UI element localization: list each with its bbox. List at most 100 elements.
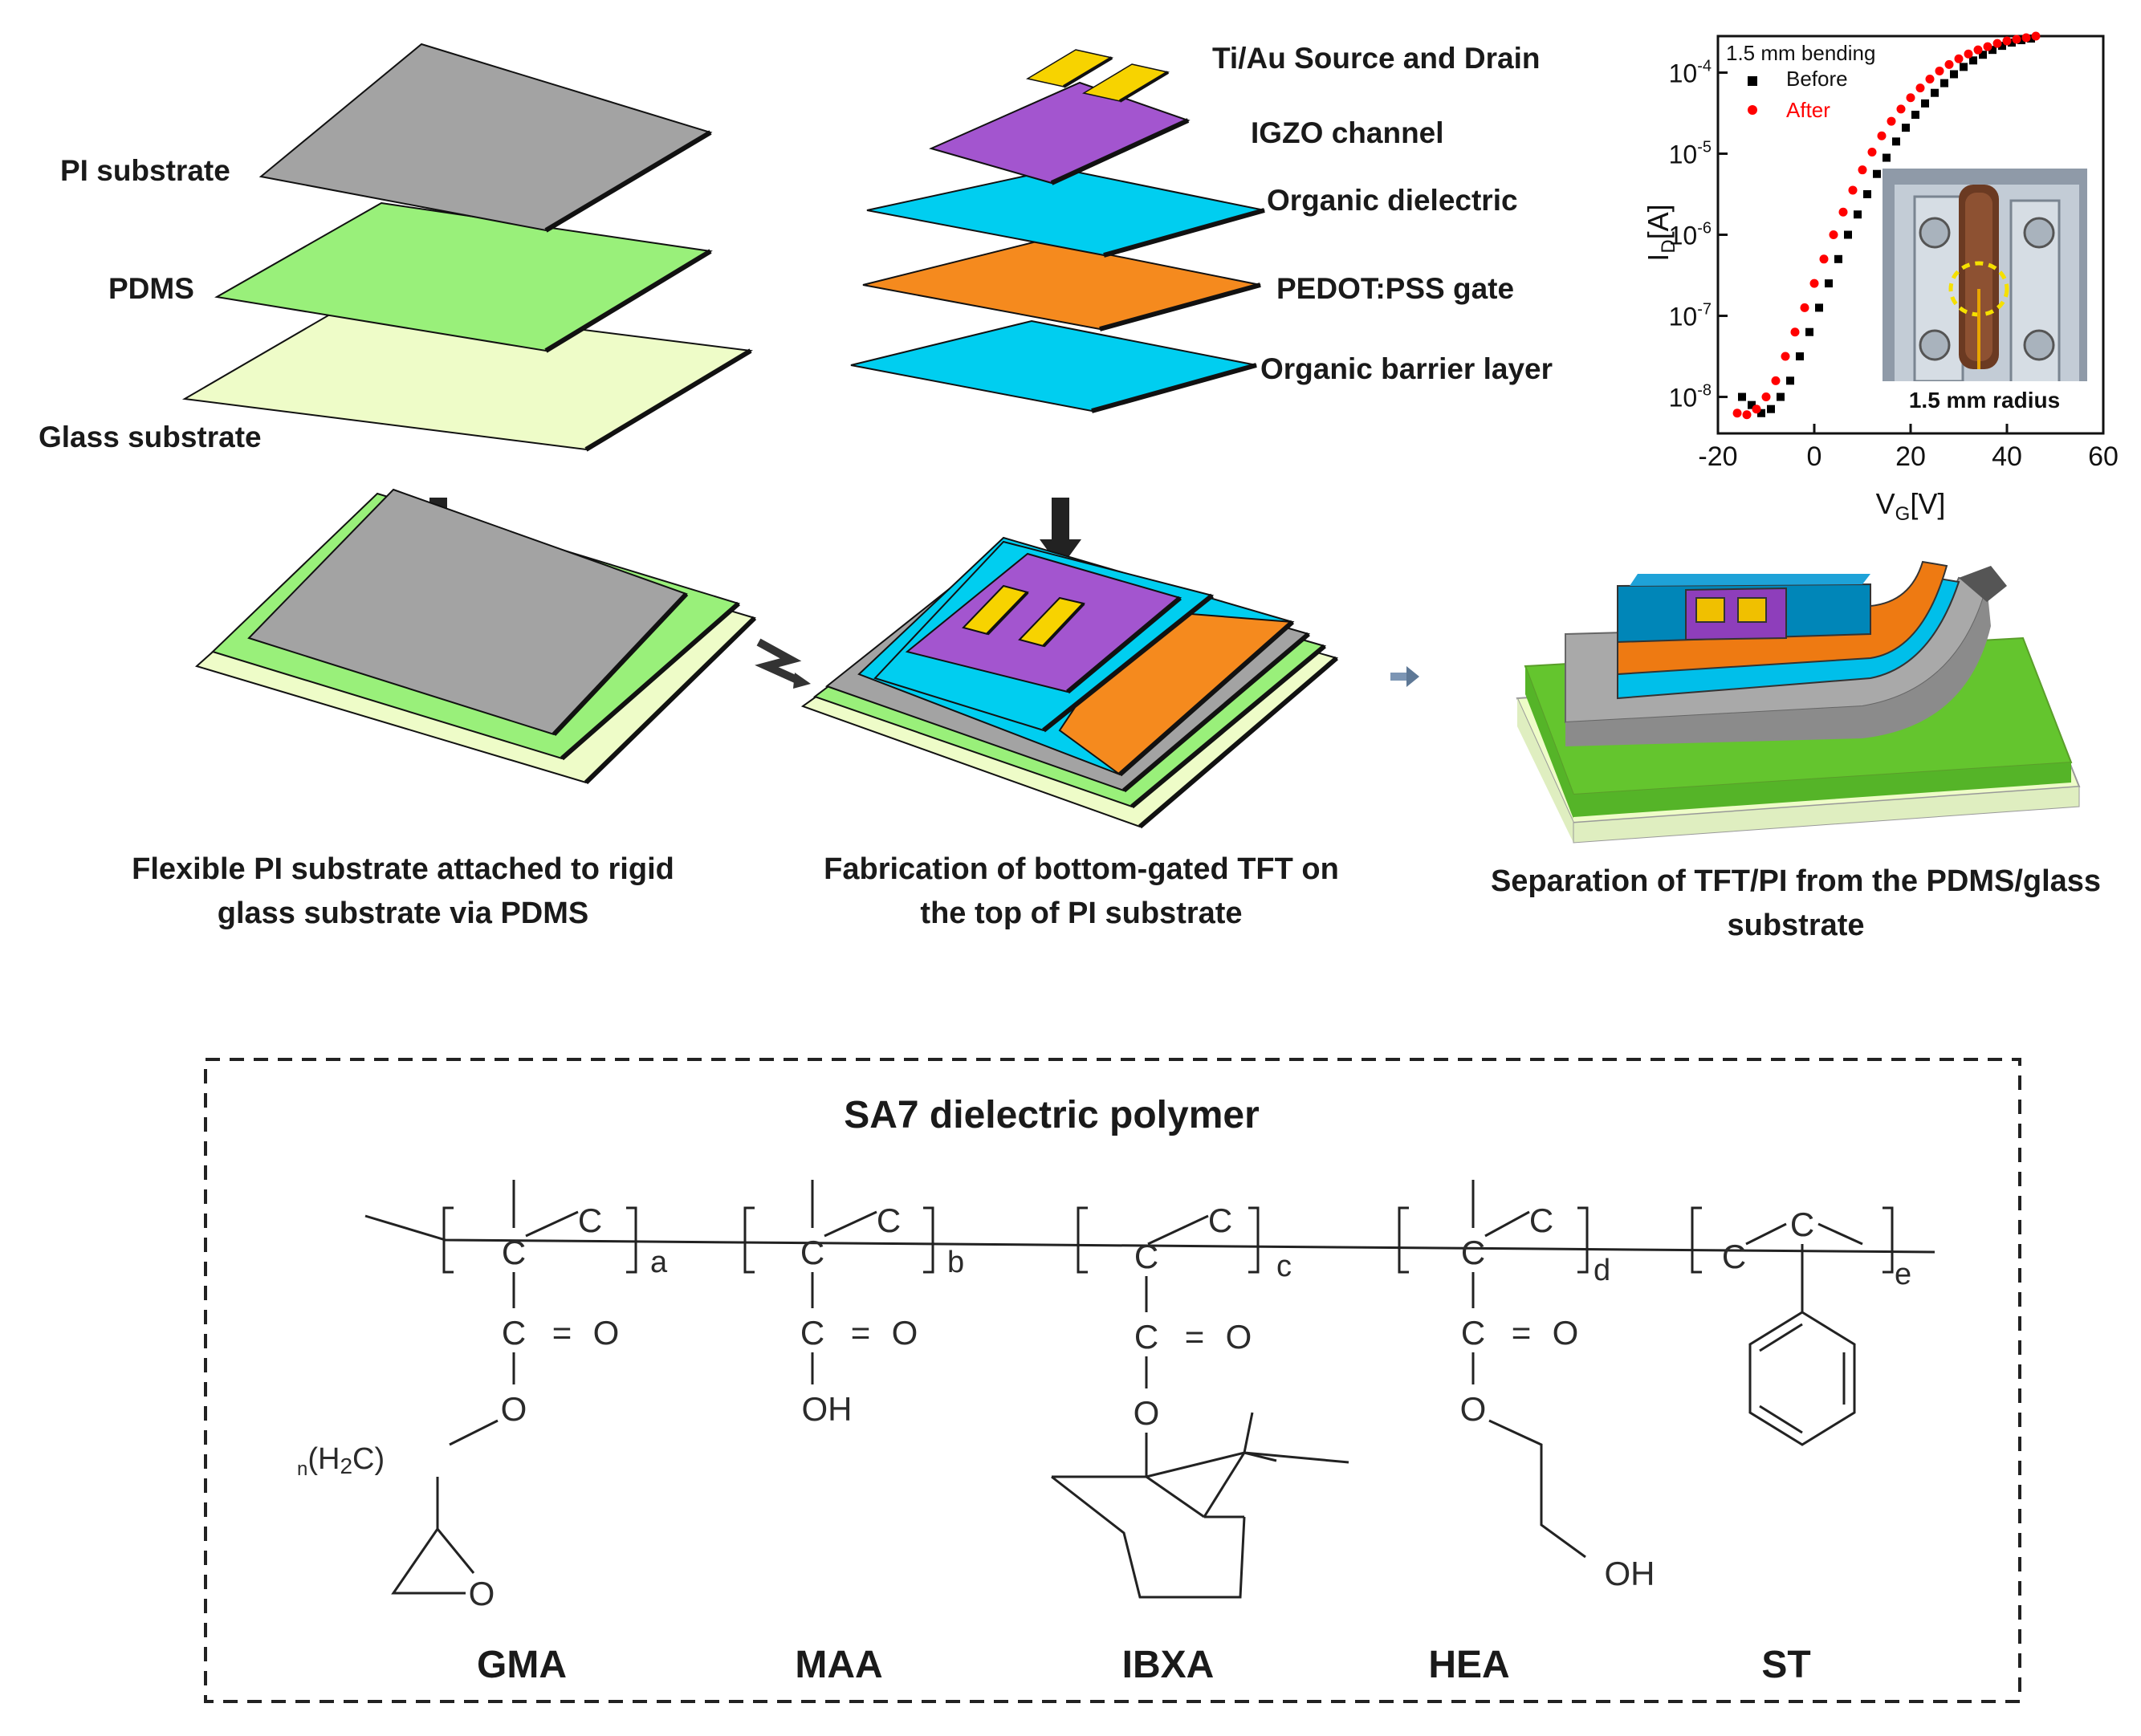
point-before-20 [1931, 88, 1939, 97]
stack2-exploded: Ti/Au Source and Drain IGZO channel Orga… [850, 42, 1553, 413]
point-after-27 [1992, 39, 2002, 48]
svg-text:O: O [1134, 1394, 1160, 1432]
stack1-assembled [194, 488, 757, 785]
point-after-2 [1752, 405, 1761, 414]
stack3-caption-line2: substrate [1727, 909, 1864, 942]
point-before-2 [1757, 409, 1765, 417]
right-arrow-icon [1390, 666, 1419, 687]
monomer-st: ST [1761, 1644, 1810, 1686]
stack1-caption-line2: glass substrate via PDMS [218, 896, 589, 930]
subscript-c: c [1276, 1250, 1292, 1283]
point-before-9 [1825, 279, 1833, 288]
svg-text:O: O [1460, 1390, 1487, 1428]
x-tick-label-0: -20 [1698, 441, 1737, 472]
point-after-7 [1800, 303, 1809, 312]
glass-substrate-layer [181, 299, 753, 452]
monomer-maa: MAA [795, 1644, 882, 1686]
point-after-8 [1809, 278, 1819, 288]
point-after-0 [1732, 409, 1742, 418]
organic-barrier-layer [850, 319, 1257, 413]
pi-substrate-label: PI substrate [60, 154, 230, 187]
point-before-5 [1786, 376, 1794, 385]
point-before-10 [1834, 254, 1842, 263]
point-after-11 [1838, 207, 1848, 217]
point-before-27 [1998, 42, 2006, 51]
svg-text:O: O [892, 1314, 918, 1352]
svg-text:O: O [1553, 1314, 1579, 1352]
svg-text:=: = [851, 1314, 871, 1352]
unit-maa: C C b C = O OH [800, 1180, 964, 1428]
monomer-hea: HEA [1428, 1644, 1509, 1686]
point-after-3 [1761, 392, 1771, 402]
point-after-16 [1887, 116, 1896, 126]
pi-substrate-layer [258, 43, 713, 233]
svg-text:C: C [502, 1314, 526, 1352]
point-before-1 [1748, 400, 1756, 409]
point-before-12 [1854, 210, 1862, 219]
point-after-5 [1781, 352, 1790, 361]
svg-text:=: = [1512, 1314, 1532, 1352]
svg-text:C: C [1529, 1201, 1553, 1239]
pedot-pss-gate-layer [862, 239, 1261, 331]
organic-dielectric-layer [866, 167, 1265, 258]
point-before-0 [1738, 392, 1746, 401]
svg-text:C: C [1134, 1318, 1158, 1356]
chart-annotation: 1.5 mm bending [1726, 41, 1875, 65]
svg-text:ID[A]: ID[A] [1642, 204, 1679, 261]
point-before-26 [1988, 46, 1997, 55]
inset-radius-label: 1.5 mm radius [1909, 388, 2060, 413]
point-after-10 [1829, 230, 1838, 239]
chart-ylabel: ID[A] [1642, 204, 1679, 261]
point-before-15 [1883, 153, 1891, 162]
y-tick-label-0: 10-8 [1669, 382, 1712, 413]
svg-text:C: C [502, 1234, 526, 1271]
point-before-7 [1805, 327, 1813, 336]
igzo-channel-layer [929, 81, 1191, 185]
point-after-15 [1877, 131, 1887, 140]
point-after-4 [1771, 376, 1781, 385]
stack2-assembled [800, 536, 1339, 829]
chart-marks [1732, 31, 2041, 420]
organic-barrier-label: Organic barrier layer [1260, 352, 1553, 385]
pdms-layer [214, 201, 713, 353]
svg-text:C: C [1722, 1238, 1746, 1275]
subscript-b: b [947, 1246, 964, 1279]
unit-ibxa: C C c C = O O [1051, 1201, 1349, 1599]
point-after-26 [1983, 42, 1992, 51]
organic-dielectric-label: Organic dielectric [1267, 184, 1518, 217]
bending-inset-photo: 1.5 mm radius [1883, 169, 2087, 421]
polymer-structure-box: SA7 dielectric polymer C C a C = O [204, 1058, 2021, 1703]
unit-hea: C C d C = O O OH [1460, 1180, 1655, 1592]
monomer-ibxa: IBXA [1122, 1644, 1215, 1686]
point-before-25 [1979, 51, 1987, 59]
svg-text:C: C [877, 1201, 901, 1239]
svg-text:O: O [469, 1575, 495, 1612]
point-after-1 [1742, 410, 1752, 420]
point-after-9 [1819, 254, 1829, 264]
svg-text:=: = [552, 1314, 572, 1352]
point-before-14 [1873, 169, 1881, 178]
point-after-13 [1858, 165, 1867, 175]
process-arrow-icon [755, 638, 811, 689]
svg-text:O: O [1226, 1318, 1252, 1356]
point-after-14 [1867, 147, 1877, 157]
monomer-gma: GMA [477, 1644, 567, 1686]
svg-text:=: = [1185, 1318, 1205, 1356]
captions: Flexible PI substrate attached to rigid … [132, 852, 2101, 942]
y-tick-label-2: 10-6 [1669, 220, 1712, 250]
svg-text:C: C [800, 1314, 824, 1352]
svg-text:OH: OH [1605, 1555, 1655, 1592]
point-before-13 [1863, 189, 1871, 198]
point-before-24 [1969, 56, 1977, 65]
svg-text:C: C [1134, 1238, 1158, 1275]
source-drain-label: Ti/Au Source and Drain [1212, 42, 1540, 75]
point-before-6 [1796, 352, 1804, 361]
chart-xlabel: VG[V] [1876, 487, 1946, 525]
stack1-caption-line1: Flexible PI substrate attached to rigid [132, 852, 674, 886]
point-after-17 [1896, 104, 1906, 114]
point-after-18 [1906, 93, 1915, 103]
y-tick-label-4: 10-4 [1669, 57, 1712, 87]
